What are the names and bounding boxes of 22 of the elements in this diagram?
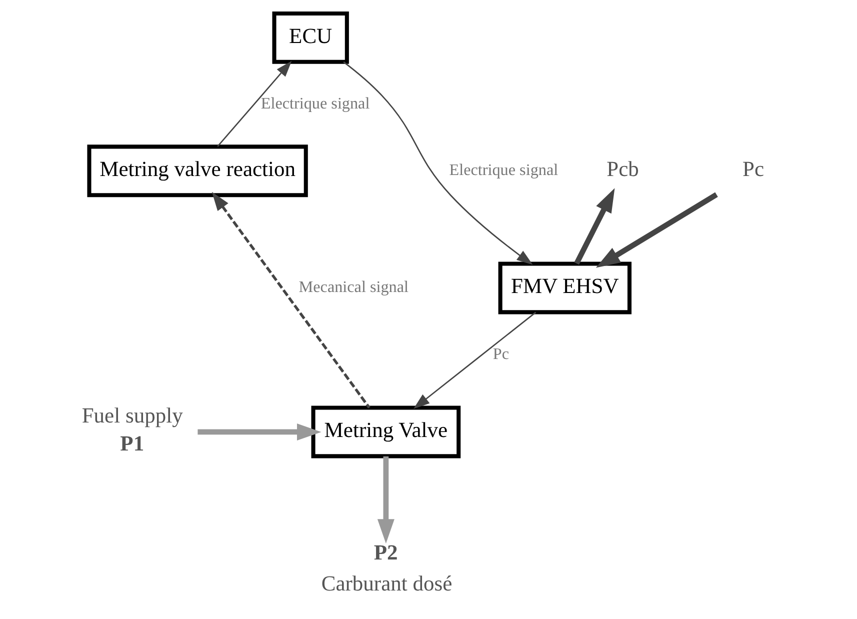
node-box: Metring valve reaction [86,144,308,198]
arrow [211,192,370,409]
arrow [197,423,321,440]
arrow [595,192,718,268]
node-text: P2 [373,540,398,565]
arrow [412,312,536,409]
edge-label: Pc [492,346,509,363]
arrow [376,456,394,544]
node-box: FMV EHSV [498,262,632,314]
node-text: Pc [742,157,764,182]
edge-label: Mecanical signal [298,279,408,296]
node-label: Fuel supply [81,403,182,428]
edge-label: Electrique signal [260,95,370,112]
node-box: Metring Valve [310,406,460,458]
arrow [216,60,292,147]
node-label: Carburant dosé [320,571,452,596]
arrow [574,188,614,265]
edge-label: Electrique signal [448,162,558,180]
node-text: P1 [120,432,144,456]
arrow [342,61,532,265]
node-box: ECU [272,11,348,64]
node-text: Pcb [606,157,638,182]
